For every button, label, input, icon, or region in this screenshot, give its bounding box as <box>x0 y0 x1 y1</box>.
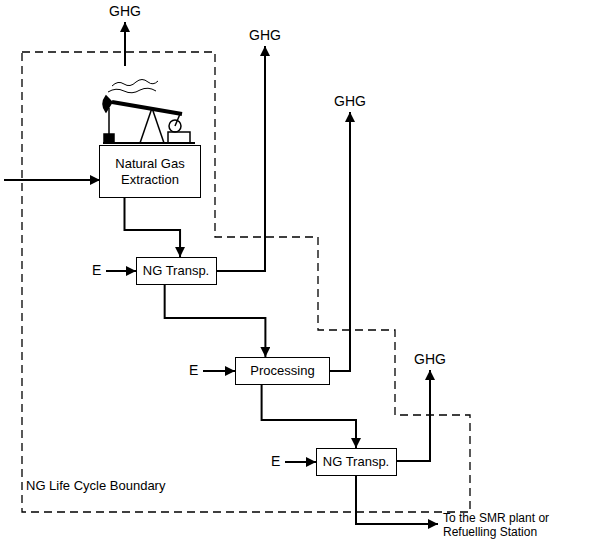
energy-arrow <box>106 270 136 272</box>
flow-arrow <box>125 198 181 257</box>
box-label: Natural Gas Extraction <box>105 156 195 187</box>
process-box: NG Transp. <box>136 257 217 285</box>
boundary-label: NG Life Cycle Boundary <box>26 478 165 493</box>
pump-jack-icon <box>103 80 195 144</box>
flow-arrow <box>262 385 356 448</box>
energy-label: E <box>189 362 198 378</box>
ghg-arrow <box>330 112 350 371</box>
box-label: NG Transp. <box>323 454 389 470</box>
process-box: Processing <box>235 357 330 385</box>
ghg-arrow <box>124 22 126 66</box>
process-box: NG Transp. <box>316 448 397 476</box>
emission-label: GHG <box>109 3 141 19</box>
energy-arrow <box>285 461 316 463</box>
emission-label: GHG <box>414 351 446 367</box>
box-label: NG Transp. <box>143 263 209 279</box>
energy-label: E <box>92 262 101 278</box>
energy-arrow <box>203 370 235 372</box>
process-box: Natural Gas Extraction <box>99 145 201 198</box>
destination-label: To the SMR plant or Refuelling Station <box>443 512 593 540</box>
output-arrow <box>356 476 438 524</box>
energy-label: E <box>271 453 280 469</box>
flow-arrow <box>165 285 266 357</box>
emission-label: GHG <box>334 93 366 109</box>
box-label: Processing <box>250 363 314 379</box>
input-arrow <box>4 179 100 181</box>
emission-label: GHG <box>249 27 281 43</box>
